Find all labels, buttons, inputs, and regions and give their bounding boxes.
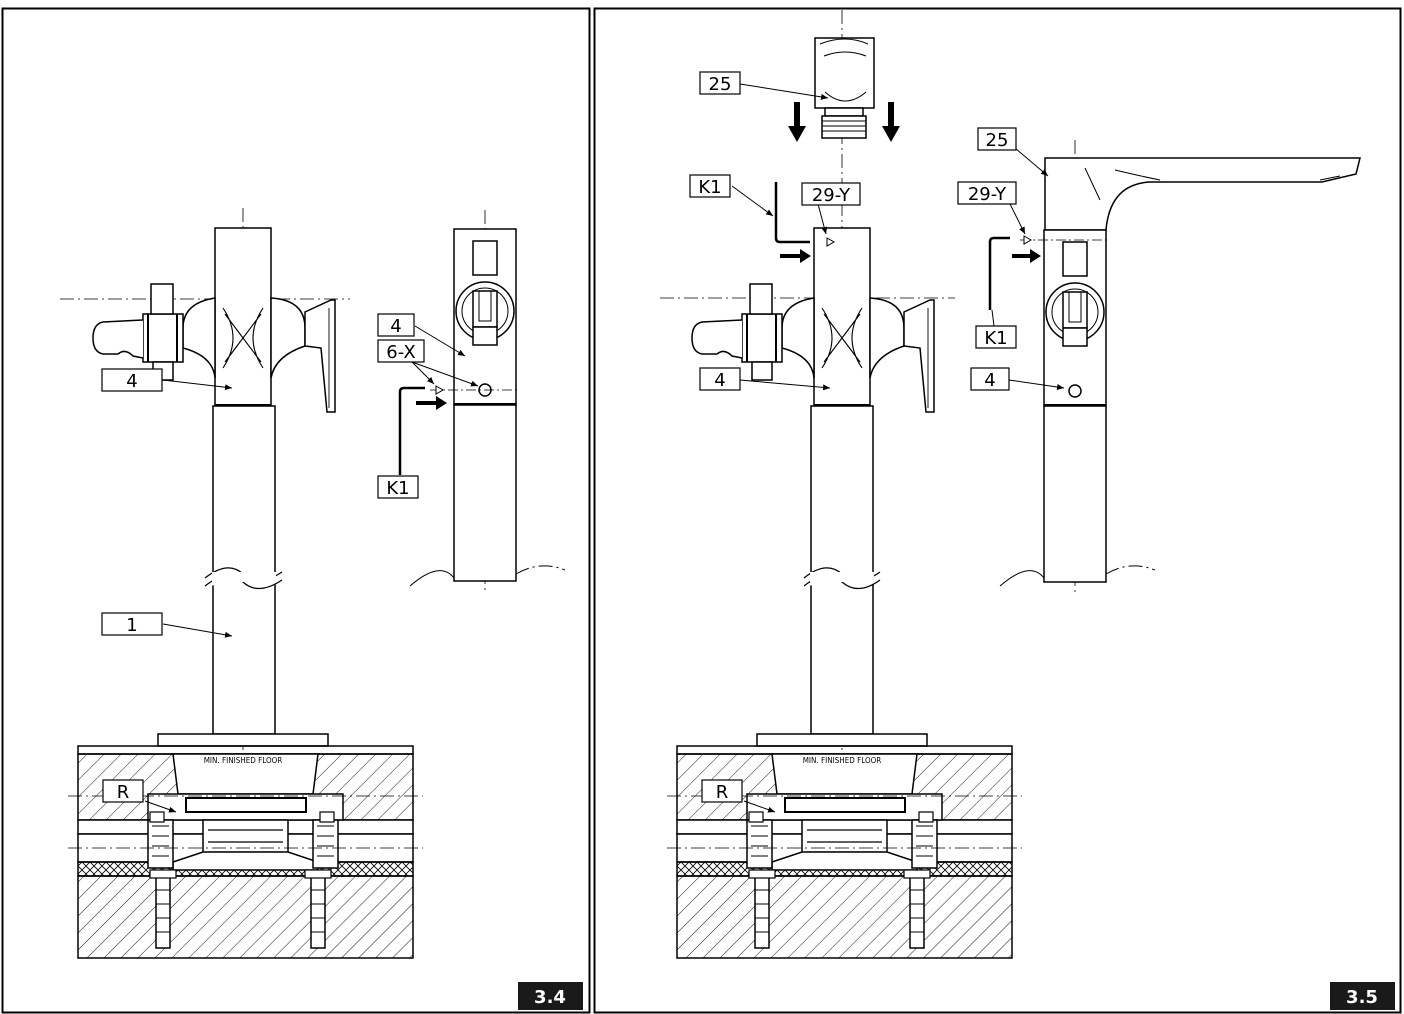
svg-text:29-Y: 29-Y <box>812 185 851 206</box>
svg-text:6-X: 6-X <box>386 342 415 363</box>
svg-text:1: 1 <box>126 615 137 636</box>
svg-text:4: 4 <box>984 370 995 391</box>
svg-text:K1: K1 <box>698 177 721 198</box>
figure-3-4 <box>60 208 566 959</box>
frame-right <box>593 7 1402 1014</box>
label-6-x: 6-X <box>377 339 425 363</box>
figure-number-right: 3.5 <box>1330 982 1395 1010</box>
svg-text:25: 25 <box>986 130 1009 151</box>
label-4-side: 4 <box>377 313 415 337</box>
label-29-y-front: 29-Y <box>801 182 861 206</box>
label-4-side-right: 4 <box>970 367 1010 391</box>
label-4-front: 4 <box>101 368 163 392</box>
svg-text:4: 4 <box>126 371 137 392</box>
svg-text:25: 25 <box>709 74 732 95</box>
floor-label-right: MIN. FINISHED FLOOR <box>803 756 882 765</box>
label-r: R <box>102 779 144 803</box>
frame-left <box>1 7 591 1014</box>
label-k1: K1 <box>377 475 419 499</box>
svg-text:3.5: 3.5 <box>1346 987 1378 1008</box>
label-k1-side: K1 <box>975 325 1017 349</box>
label-29-y-side: 29-Y <box>957 181 1017 205</box>
label-25-side: 25 <box>977 127 1017 151</box>
svg-text:29-Y: 29-Y <box>968 184 1007 205</box>
label-k1-front: K1 <box>689 174 731 198</box>
figure-number-left: 3.4 <box>518 982 583 1010</box>
svg-text:K1: K1 <box>386 478 409 499</box>
svg-text:R: R <box>117 782 130 803</box>
floor-label-left: MIN. FINISHED FLOOR <box>204 756 283 765</box>
label-1-pipe: 1 <box>101 612 163 636</box>
svg-text:4: 4 <box>390 316 401 337</box>
label-4-front-right: 4 <box>699 367 741 391</box>
svg-text:K1: K1 <box>984 328 1007 349</box>
spout-side <box>1044 157 1361 231</box>
svg-text:3.4: 3.4 <box>534 987 566 1008</box>
label-r-right: R <box>701 779 743 803</box>
svg-text:4: 4 <box>714 370 725 391</box>
figure-3-5 <box>660 10 1361 959</box>
spout-head <box>814 37 875 139</box>
svg-text:R: R <box>716 782 729 803</box>
label-25-front: 25 <box>699 71 741 95</box>
